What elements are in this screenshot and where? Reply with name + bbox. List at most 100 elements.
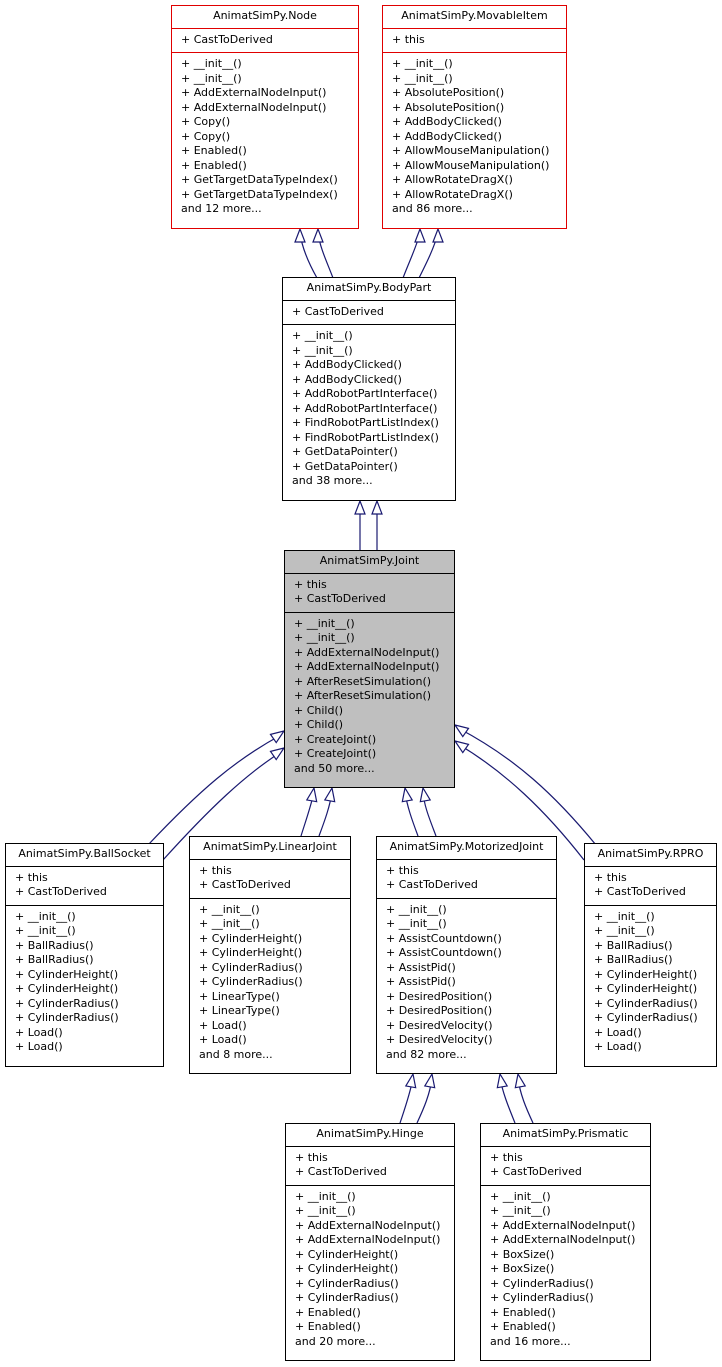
inheritance-arrowhead [453, 740, 470, 754]
attribute-row: + this [295, 1150, 328, 1164]
more-methods-label[interactable]: and 38 more... [292, 474, 373, 487]
method-row: + Copy() [181, 129, 231, 143]
method-row: + AssistCountdown() [386, 946, 502, 959]
class-hinge[interactable]: AnimatSimPy.Hinge + this + CastToDerived… [285, 1123, 455, 1361]
inheritance-edge-linearjoint-to-joint [300, 786, 336, 837]
method-row: + CylinderRadius() [490, 1276, 594, 1290]
inheritance-edge-ballsocket-to-joint [147, 730, 286, 861]
method-row: + Enabled() [490, 1320, 556, 1333]
class-title: AnimatSimPy.Hinge [316, 1127, 424, 1140]
method-row: + CylinderHeight() [15, 967, 119, 981]
attribute-row: + CastToDerived [292, 304, 384, 318]
method-row: + CylinderHeight() [594, 967, 698, 981]
class-title: AnimatSimPy.BallSocket [18, 847, 151, 860]
inheritance-arrowhead [432, 227, 444, 243]
class-node[interactable]: AnimatSimPy.Node + CastToDerived + __ini… [171, 5, 359, 229]
method-row: + LinearType() [199, 1004, 280, 1017]
attributes-section: + this + CastToDerived [585, 865, 716, 905]
method-row: + AddBodyClicked() [392, 115, 502, 128]
method-row: + __init__() [295, 1204, 356, 1217]
inheritance-arrowhead [269, 730, 286, 744]
method-row: + CylinderRadius() [199, 960, 303, 974]
class-title: AnimatSimPy.BodyPart [306, 281, 432, 294]
more-methods-label[interactable]: and 50 more... [294, 761, 375, 775]
method-row: + BoxSize() [490, 1262, 555, 1275]
inheritance-arrowhead [269, 747, 286, 761]
method-row: + DesiredPosition() [386, 1004, 493, 1017]
class-ball-socket[interactable]: AnimatSimPy.BallSocket + this + CastToDe… [5, 843, 164, 1067]
method-row: + Load() [594, 1025, 642, 1039]
class-title: AnimatSimPy.MovableItem [401, 9, 548, 22]
method-row: + FindRobotPartListIndex() [292, 416, 439, 429]
method-row: + GetDataPointer() [292, 459, 398, 473]
method-row: + GetTargetDataTypeIndex() [181, 187, 338, 201]
method-row: + AddExternalNodeInput() [295, 1218, 441, 1232]
method-row: + AddRobotPartInterface() [292, 387, 438, 400]
method-row: + BallRadius() [15, 938, 94, 952]
attributes-section: + this + CastToDerived [190, 858, 350, 898]
method-row: + __init__() [594, 924, 655, 937]
method-row: + BoxSize() [490, 1247, 555, 1261]
method-row: + __init__() [594, 909, 655, 923]
class-rpro[interactable]: AnimatSimPy.RPRO + this + CastToDerived … [584, 843, 717, 1067]
method-row: + CylinderRadius() [295, 1291, 399, 1304]
method-row: + Enabled() [181, 144, 247, 157]
more-methods-label[interactable]: and 12 more... [181, 202, 262, 215]
class-joint[interactable]: AnimatSimPy.Joint + this + CastToDerived… [284, 550, 455, 788]
method-row: + GetDataPointer() [292, 445, 398, 458]
inheritance-arrowhead [401, 786, 414, 803]
method-row: + BallRadius() [594, 938, 673, 952]
method-row: + CylinderHeight() [15, 982, 119, 995]
method-row: + __init__() [199, 917, 260, 930]
method-row: + LinearType() [199, 989, 280, 1003]
method-row: + DesiredVelocity() [386, 1018, 493, 1032]
inheritance-arrowhead [354, 499, 366, 515]
class-title: AnimatSimPy.RPRO [597, 847, 704, 860]
attribute-row: + this [594, 870, 627, 884]
class-title: AnimatSimPy.MotorizedJoint [389, 840, 544, 853]
method-row: + AfterResetSimulation() [294, 689, 432, 702]
method-row: + __init__() [294, 616, 355, 630]
inheritance-edge-rpro-to-joint [453, 724, 597, 861]
method-row: + __init__() [292, 329, 353, 342]
method-row: + CylinderRadius() [594, 1011, 698, 1024]
class-prismatic[interactable]: AnimatSimPy.Prismatic + this + CastToDer… [480, 1123, 651, 1361]
method-row: + __init__() [181, 71, 242, 85]
inheritance-arrowhead [514, 1072, 527, 1089]
methods-section: + __init__() + __init__() + AssistCountd… [377, 897, 556, 1068]
inheritance-arrowhead [496, 1072, 509, 1089]
more-methods-label[interactable]: and 16 more... [490, 1334, 571, 1348]
attributes-section: + this + CastToDerived [285, 572, 454, 612]
method-row: + __init__() [386, 902, 447, 916]
method-row: + AllowMouseManipulation() [392, 158, 550, 172]
methods-section: + __init__() + __init__() + AddExternalN… [481, 1184, 650, 1355]
method-row: + Child() [294, 718, 344, 731]
methods-section: + __init__() + __init__() + AddBodyClick… [283, 324, 455, 494]
inheritance-arrowhead [305, 786, 318, 803]
more-methods-label[interactable]: and 86 more... [392, 202, 473, 215]
class-linear-joint[interactable]: AnimatSimPy.LinearJoint + this + CastToD… [189, 836, 351, 1074]
attribute-row: + CastToDerived [294, 592, 386, 605]
inheritance-arrowhead [404, 1072, 417, 1089]
more-methods-label[interactable]: and 20 more... [295, 1334, 376, 1348]
method-row: + Copy() [181, 115, 231, 128]
methods-section: + __init__() + __init__() + AddExternalN… [172, 52, 358, 222]
attribute-row: + CastToDerived [295, 1165, 387, 1178]
class-motorized-joint[interactable]: AnimatSimPy.MotorizedJoint + this + Cast… [376, 836, 557, 1074]
edge-line [457, 743, 585, 861]
method-row: + Load() [15, 1040, 63, 1053]
class-movable-item[interactable]: AnimatSimPy.MovableItem + this + __init_… [382, 5, 567, 229]
more-methods-label[interactable]: and 82 more... [386, 1047, 467, 1061]
method-row: + __init__() [295, 1189, 356, 1203]
attribute-row: + CastToDerived [181, 32, 273, 46]
attribute-row: + CastToDerived [15, 885, 107, 898]
method-row: + __init__() [490, 1204, 551, 1217]
more-methods-label[interactable]: and 8 more... [199, 1047, 273, 1061]
attribute-row: + this [199, 863, 232, 877]
attribute-row: + this [294, 577, 327, 591]
method-row: + DesiredPosition() [386, 989, 493, 1003]
class-body-part[interactable]: AnimatSimPy.BodyPart + CastToDerived + _… [282, 277, 456, 501]
attribute-row: + this [386, 863, 419, 877]
attribute-row: + CastToDerived [594, 885, 686, 898]
class-title: AnimatSimPy.Node [213, 9, 317, 22]
